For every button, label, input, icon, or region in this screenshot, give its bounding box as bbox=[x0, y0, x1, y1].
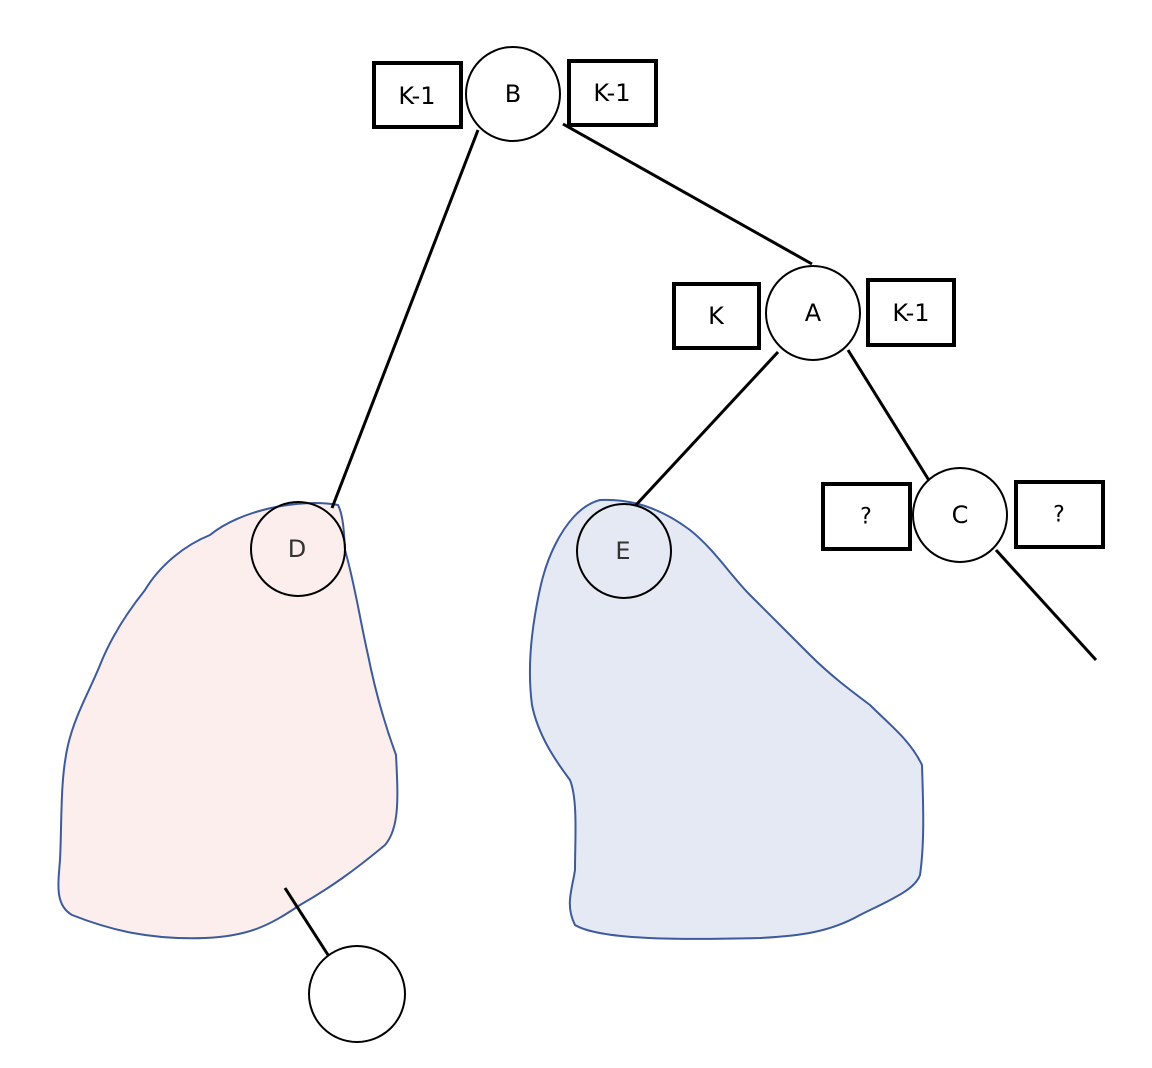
node-b-left-box bbox=[372, 61, 463, 129]
node-b-right-label: K-1 bbox=[593, 79, 630, 107]
node-c-right-box bbox=[1014, 480, 1105, 549]
node-e-circle bbox=[576, 503, 672, 599]
edge-c-child bbox=[994, 548, 1098, 662]
node-d-label: D bbox=[288, 535, 306, 563]
node-e-label: E bbox=[615, 537, 630, 565]
node-a-right-label: K-1 bbox=[892, 299, 929, 327]
edge-b-a bbox=[562, 122, 813, 266]
edge-b-d bbox=[330, 129, 480, 509]
node-a: K A K-1 bbox=[672, 265, 956, 361]
node-d: D bbox=[250, 501, 346, 597]
blue-subtree-region bbox=[528, 498, 925, 940]
node-b-right-box bbox=[567, 59, 658, 127]
node-b-circle bbox=[465, 46, 561, 142]
node-a-label: A bbox=[805, 299, 822, 327]
edge-a-c bbox=[846, 349, 932, 483]
node-a-left-box bbox=[672, 282, 761, 350]
node-c-left-box bbox=[821, 482, 912, 551]
node-d-circle bbox=[250, 501, 346, 597]
node-c-right-label: ? bbox=[1053, 503, 1065, 528]
node-c: ? C ? bbox=[821, 467, 1105, 563]
node-a-circle bbox=[765, 265, 861, 361]
node-b-left-label: K-1 bbox=[398, 82, 435, 110]
node-a-left-label: K bbox=[708, 302, 725, 330]
node-b-label: B bbox=[505, 80, 521, 108]
node-c-left-label: ? bbox=[860, 505, 872, 530]
node-c-circle bbox=[912, 467, 1008, 563]
red-subtree-region bbox=[57, 502, 399, 940]
node-e: E bbox=[576, 503, 672, 599]
edge-red-subtree-leaf bbox=[283, 887, 332, 959]
edge-a-e bbox=[634, 350, 780, 507]
node-leaf bbox=[308, 945, 406, 1043]
node-c-label: C bbox=[952, 501, 969, 529]
leaf-node-circle bbox=[308, 945, 406, 1043]
node-b: K-1 B K-1 bbox=[372, 46, 658, 142]
node-a-right-box bbox=[866, 278, 956, 347]
